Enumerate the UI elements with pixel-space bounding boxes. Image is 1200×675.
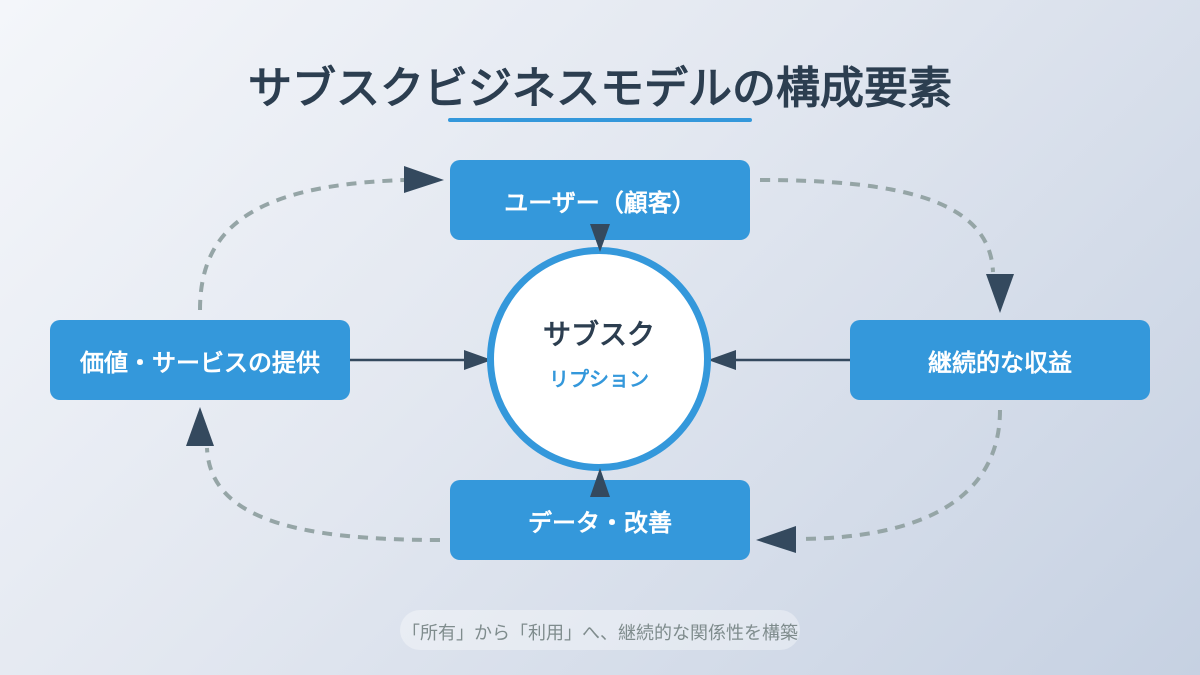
arrowhead-icon [186,407,214,446]
caption: 「所有」から「利用」へ、継続的な関係性を構築 [402,623,798,644]
arrowhead-icon [756,526,796,553]
node-value-delivery: 価値・サービスの提供 [50,320,350,400]
hub-label-sub: リプション [549,366,649,391]
arrow-right-icon [464,350,492,370]
node-users-label: ユーザー（顧客） [504,188,696,217]
arrowhead-icon [404,166,444,193]
node-value-delivery-label: 価値・サービスの提供 [80,348,320,377]
page-title: サブスクビジネスモデルの構成要素 [248,63,952,114]
cycle-arrow-left-to-top [198,178,406,311]
hub-subscription: サブスク リプション [487,247,711,471]
arrowhead-icon [986,274,1014,313]
node-recurring-revenue-label: 継続的な収益 [928,348,1072,377]
title-underline [448,118,752,122]
hub-label-main: サブスク [542,317,655,351]
cycle-arrow-top-to-right [759,178,995,273]
arrow-left-icon [708,350,736,370]
node-data-improvement-label: データ・改善 [528,508,672,537]
cycle-arrow-bottom-to-left [205,447,441,542]
node-users: ユーザー（顧客） [450,160,750,240]
node-data-improvement: データ・改善 [450,480,750,560]
node-recurring-revenue: 継続的な収益 [850,320,1150,400]
caption-pill [400,610,800,650]
cycle-arrow-right-to-bottom [799,409,1002,541]
